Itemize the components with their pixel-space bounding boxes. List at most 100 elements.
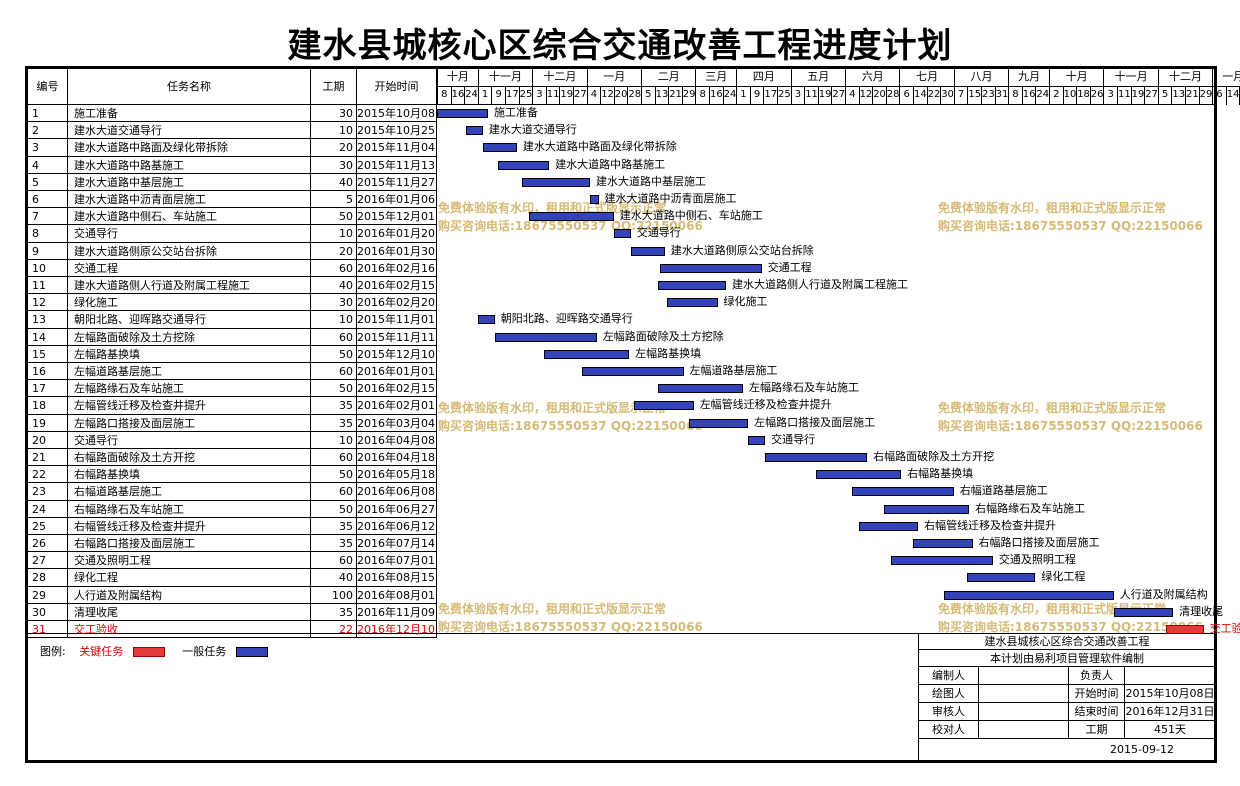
task-bar bbox=[890, 556, 993, 566]
task-start: 2015年11月13日 bbox=[357, 158, 435, 172]
row-line bbox=[28, 344, 437, 346]
task-id: 10 bbox=[32, 261, 46, 275]
header-duration: 工期 bbox=[311, 69, 357, 105]
info-start-label: 开始时间 bbox=[1069, 685, 1125, 703]
timescale-day: 1 bbox=[736, 87, 750, 105]
timescale-day: 8 bbox=[695, 87, 709, 105]
task-id: 22 bbox=[32, 468, 46, 482]
task-id: 16 bbox=[32, 365, 46, 378]
info-owner bbox=[1125, 667, 1215, 685]
task-name: 人行道及附属结构 bbox=[74, 588, 162, 602]
task-id: 4 bbox=[32, 158, 39, 172]
task-bar-label: 建水大道路中基层施工 bbox=[596, 174, 706, 188]
page-title: 建水县城核心区综合交通改善工程进度计划 bbox=[287, 26, 953, 66]
task-bar bbox=[590, 195, 599, 204]
task-name: 清理收尾 bbox=[74, 605, 118, 619]
task-name: 建水大道路中基层施工 bbox=[74, 175, 184, 189]
timescale-day: 19 bbox=[1130, 87, 1144, 105]
task-bar-label: 建水大道路中路基施工 bbox=[555, 157, 666, 171]
info-end-label: 结束时间 bbox=[1069, 703, 1125, 721]
task-id: 7 bbox=[32, 210, 39, 224]
row-line bbox=[28, 620, 437, 621]
task-bar-label: 左幅道路基层施工 bbox=[689, 364, 778, 377]
info-end: 2016年12月31日 bbox=[1125, 703, 1215, 721]
info-block: 建水县城核心区综合交通改善工程 本计划由易利项目管理软件编制 编制人负责人绘图人… bbox=[918, 633, 1215, 760]
timescale-month: 八月 bbox=[953, 69, 1009, 87]
timescale-day: 23 bbox=[981, 87, 995, 105]
task-start: 2016年05月18日 bbox=[357, 468, 435, 482]
timescale-day: 11 bbox=[1117, 87, 1131, 105]
timescale-month: 三月 bbox=[695, 69, 737, 87]
task-id: 12 bbox=[32, 296, 46, 310]
task-name: 建水大道交通导行 bbox=[74, 124, 162, 138]
timescale-day: 2 bbox=[1049, 87, 1063, 105]
timescale-day: 13 bbox=[1171, 87, 1185, 105]
task-bar bbox=[494, 332, 597, 342]
timescale-day: 16 bbox=[450, 87, 464, 105]
task-start: 2016年06月27日 bbox=[357, 502, 435, 516]
task-start: 2016年12月10日 bbox=[357, 623, 435, 636]
row-line bbox=[28, 207, 437, 209]
timescale-day: 3 bbox=[532, 87, 546, 105]
timescale-day: 11 bbox=[545, 87, 559, 105]
row-line bbox=[28, 448, 437, 449]
task-bar bbox=[967, 573, 1036, 583]
timescale-month: 二月 bbox=[641, 69, 696, 87]
timescale-day: 16 bbox=[1021, 87, 1035, 105]
timescale-month: 五月 bbox=[790, 69, 845, 87]
task-bar-label: 右幅路缘石及车站施工 bbox=[975, 501, 1086, 515]
task-id: 2 bbox=[32, 124, 39, 138]
row-line bbox=[28, 121, 437, 123]
legend: 图例: 关键任务 一般任务 bbox=[40, 645, 268, 659]
timescale-month: 七月 bbox=[899, 69, 954, 87]
task-start: 2016年11月09日 bbox=[357, 605, 435, 619]
info-editor bbox=[979, 667, 1069, 685]
row-line bbox=[28, 362, 437, 363]
gantt-frame: 编号 任务名称 工期 开始时间 免费体验版有水印，租用和正式版显示正常 购买咨询… bbox=[25, 66, 1240, 763]
task-name: 朝阳北路、迎晖路交通导行 bbox=[74, 313, 206, 327]
task-bar-label: 交通工程 bbox=[767, 260, 812, 274]
task-id: 17 bbox=[32, 382, 46, 396]
timescale-day: 21 bbox=[668, 87, 682, 105]
task-id: 6 bbox=[32, 193, 39, 206]
task-bar bbox=[482, 143, 517, 153]
task-id: 13 bbox=[32, 313, 46, 327]
task-id: 21 bbox=[32, 451, 46, 464]
task-duration: 60 bbox=[339, 330, 353, 344]
task-bar bbox=[688, 418, 749, 428]
task-start: 2015年11月01日 bbox=[357, 313, 435, 327]
task-duration: 35 bbox=[339, 537, 353, 550]
task-bar-label: 左幅路缘石及车站施工 bbox=[749, 381, 859, 395]
task-bar-label: 左幅路面破除及土方挖除 bbox=[602, 329, 724, 343]
task-id: 14 bbox=[32, 330, 46, 344]
task-start: 2016年02月16日 bbox=[357, 261, 435, 275]
row-line bbox=[28, 516, 437, 518]
task-id: 27 bbox=[32, 554, 46, 568]
task-bar-label: 施工准备 bbox=[494, 106, 538, 119]
task-name: 交通工程 bbox=[74, 261, 118, 275]
row-line bbox=[28, 413, 437, 415]
timescale-day: 22 bbox=[926, 87, 940, 105]
row-line bbox=[28, 276, 437, 277]
timescale-day: 21 bbox=[1185, 87, 1199, 105]
task-duration: 50 bbox=[339, 210, 353, 224]
watermark: 购买咨询电话:18675550537 QQ:22150066 bbox=[938, 219, 1203, 233]
task-id: 11 bbox=[32, 279, 46, 292]
task-duration: 50 bbox=[339, 502, 353, 516]
task-bar bbox=[765, 453, 868, 462]
task-name: 左幅路缘石及车站施工 bbox=[74, 382, 184, 396]
timescale-month: 六月 bbox=[845, 69, 900, 87]
row-line bbox=[28, 327, 437, 329]
task-id: 23 bbox=[32, 485, 46, 499]
task-name: 左幅路口搭接及面层施工 bbox=[74, 416, 195, 430]
info-owner-label: 负责人 bbox=[1069, 667, 1125, 685]
task-name: 施工准备 bbox=[74, 107, 118, 120]
timescale-day: 17 bbox=[505, 87, 519, 105]
timescale-day: 24 bbox=[722, 87, 736, 105]
timescale-month: 十一月 bbox=[477, 69, 533, 87]
task-bar-label: 右幅路口搭接及面层施工 bbox=[978, 536, 1100, 549]
task-bar bbox=[528, 212, 614, 222]
task-name: 建水大道路侧人行道及附属工程施工 bbox=[74, 279, 250, 292]
task-bar bbox=[522, 177, 590, 187]
task-duration: 50 bbox=[339, 347, 353, 361]
